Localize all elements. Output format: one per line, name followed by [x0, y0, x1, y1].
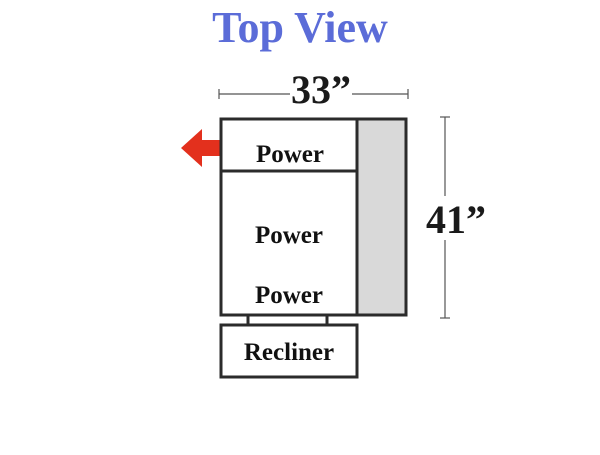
width-dimension-label: 33”	[291, 67, 351, 112]
width-dimension: 33”	[218, 67, 409, 112]
armrest	[355, 117, 408, 317]
seat-body	[219, 117, 359, 317]
section-top-label: Power	[256, 141, 324, 168]
diagram-title: Top View	[212, 3, 388, 52]
arrow-left-icon	[181, 129, 221, 167]
recliner-footrest	[219, 323, 359, 379]
section-middle-upper-label: Power	[255, 222, 323, 249]
depth-dimension-label: 41”	[426, 197, 486, 242]
section-middle-lower-label: Power	[255, 282, 323, 309]
depth-dimension: 41”	[418, 116, 494, 319]
depth-dimension-label-bg	[418, 196, 494, 240]
recliner-label: Recliner	[244, 339, 334, 366]
